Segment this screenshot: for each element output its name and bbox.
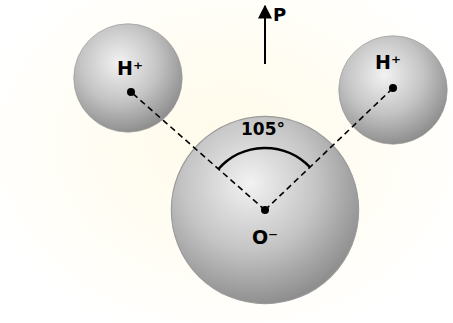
dipole-arrow [264, 6, 266, 64]
hydrogen-atom: H⁺ [73, 23, 183, 133]
angle-arc [219, 148, 310, 169]
atom-label: O⁻ [252, 227, 278, 248]
nucleus-dot [261, 206, 269, 214]
bond-line [265, 88, 393, 210]
atom-label: H⁺ [375, 52, 401, 73]
atom-label: H⁺ [117, 58, 143, 79]
angle-label: 105° [241, 120, 285, 139]
nucleus-dot [127, 88, 135, 96]
nucleus-dot [389, 84, 397, 92]
dipole-label: P [273, 5, 286, 25]
